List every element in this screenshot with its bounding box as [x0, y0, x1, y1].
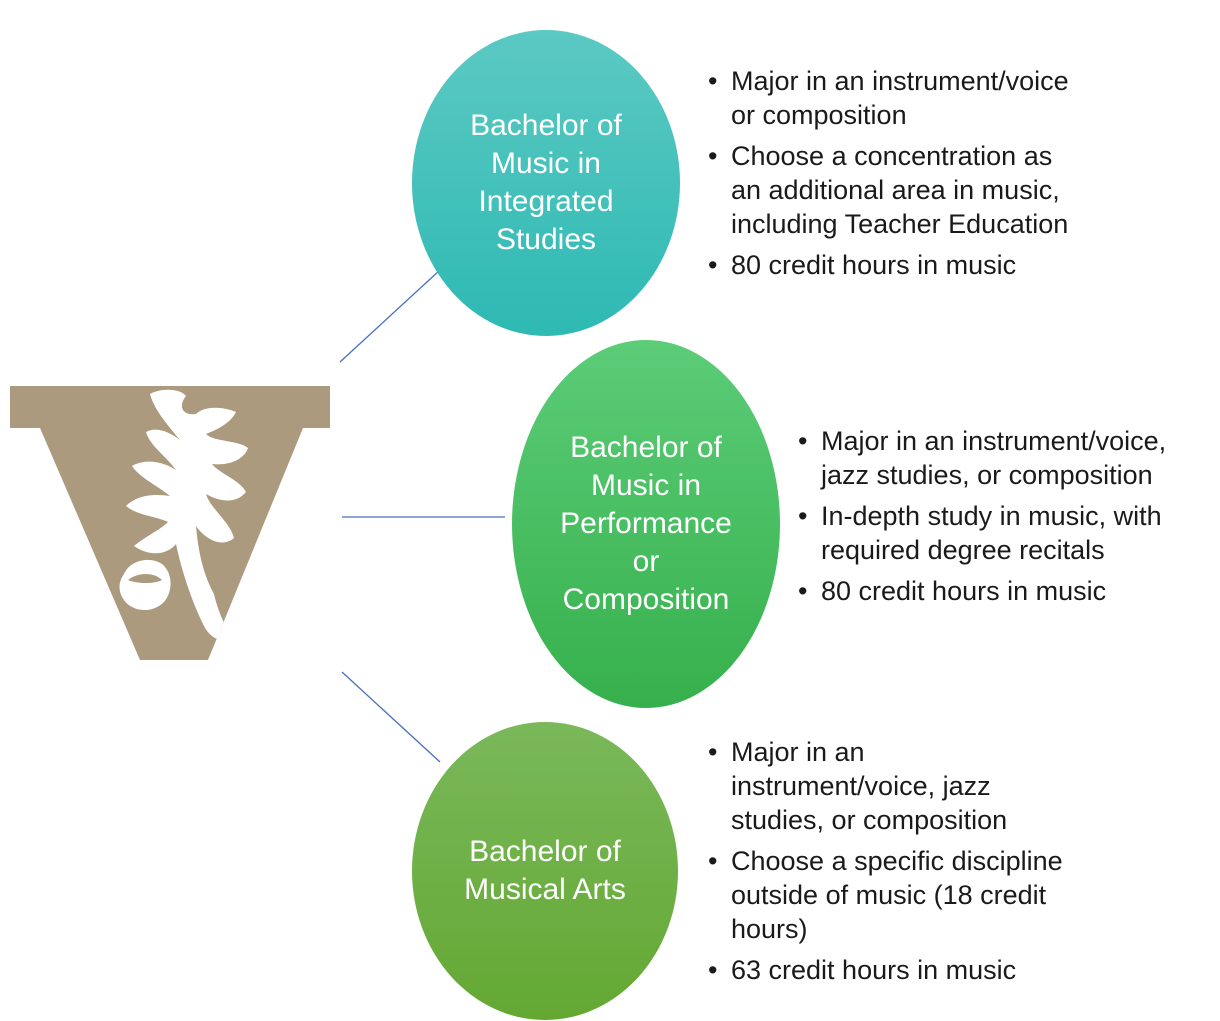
bullet-item: Major in an instrument/voice, jazz studi… [706, 735, 1126, 837]
bullet-item: 63 credit hours in music [706, 953, 1126, 987]
bullet-item: Choose a specific discipline outside of … [706, 844, 1126, 946]
bullet-item: 80 credit hours in music [706, 248, 1126, 282]
program-oval-performance-composition: Bachelor of Music in Performance or Comp… [512, 340, 780, 708]
program-oval-integrated-studies: Bachelor of Music in Integrated Studies [412, 30, 680, 336]
oak-leaf-v-logo-icon [10, 386, 330, 660]
program-title: Bachelor of Musical Arts [464, 835, 626, 906]
bullet-item: 80 credit hours in music [796, 574, 1220, 608]
program-bullets-musical-arts: Major in an instrument/voice, jazz studi… [706, 735, 1126, 994]
bullet-item: Major in an instrument/voice, jazz studi… [796, 424, 1220, 492]
program-title: Bachelor of Music in Integrated Studies [470, 109, 622, 256]
program-title: Bachelor of Music in Performance or Comp… [560, 431, 732, 616]
bullet-item: Major in an instrument/voice or composit… [706, 64, 1126, 132]
connector-integrated [339, 269, 441, 363]
program-bullets-integrated-studies: Major in an instrument/voice or composit… [706, 64, 1126, 289]
bullet-item: In-depth study in music, with required d… [796, 499, 1220, 567]
connector-musical-arts [341, 671, 441, 763]
bullet-item: Choose a concentration as an additional … [706, 139, 1126, 241]
program-bullets-performance-composition: Major in an instrument/voice, jazz studi… [796, 424, 1220, 615]
program-oval-musical-arts: Bachelor of Musical Arts [412, 722, 678, 1020]
